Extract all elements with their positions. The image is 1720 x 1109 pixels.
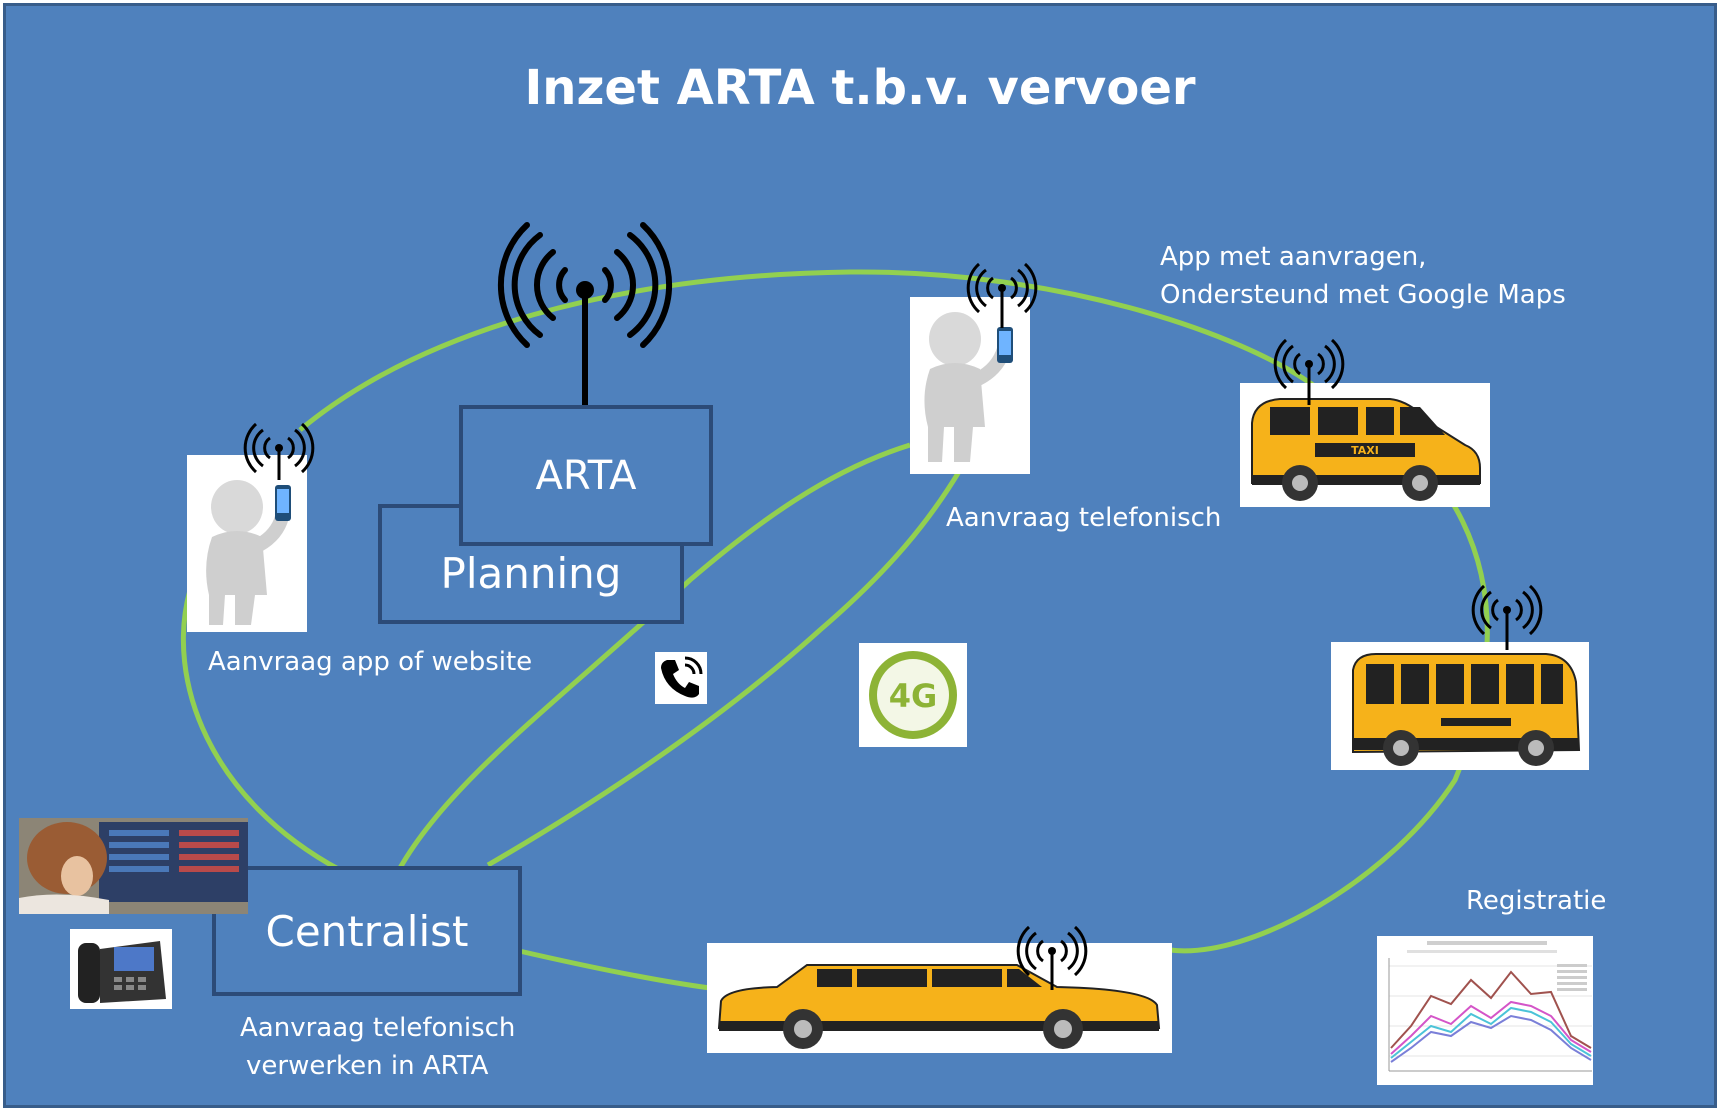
bottom-connector [514,947,711,991]
arta-box: ARTA [459,405,713,546]
taxi-bus-image [1331,642,1589,770]
4g-icon: 4G [869,651,957,739]
centralist-box: Centralist [212,866,522,996]
taxi-limousine-image [707,943,1172,1053]
operator-photo [19,818,248,914]
taxi-bus-icon [1352,653,1581,766]
label-centralist-line1: Aanvraag telefonisch [240,1013,516,1043]
person-phone-image-left [187,455,307,632]
registratie-chart-thumbnail [1377,936,1593,1085]
phone-call-icon [661,656,703,698]
phone-to-centralist-connector [486,468,963,868]
person-with-phone-icon [206,480,291,625]
person-with-phone-icon [924,312,1013,462]
centralist-label: Centralist [265,906,469,956]
desk-phone-photo [70,929,172,1009]
diagram-title: Inzet ARTA t.b.v. vervoer [524,60,1196,116]
phone-call-image [655,652,707,704]
taxi-limousine-icon [717,964,1161,1049]
taxi-sign-text: TAXI [1351,444,1379,457]
label-centralist-line2: verwerken in ARTA [246,1051,489,1081]
operator-at-screen-icon [19,818,248,914]
label-aanvraag-telefonisch: Aanvraag telefonisch [946,503,1222,533]
line-chart-icon [1377,936,1593,1085]
4g-image: 4G [859,643,967,747]
arta-label: ARTA [535,452,637,499]
taxi-van-icon: TAXI [1251,398,1481,501]
label-app-website: Aanvraag app of website [208,647,533,677]
left-loop-connector [181,589,342,873]
taxi-van-image: TAXI [1240,383,1490,507]
label-google-maps: Ondersteund met Google Maps [1160,280,1566,310]
planning-label: Planning [440,549,622,598]
label-registratie: Registratie [1466,886,1607,916]
label-app-aanvragen: App met aanvragen, [1160,242,1427,272]
desk-phone-icon [78,941,166,1003]
person-phone-image-center [910,297,1030,474]
4g-badge-text: 4G [889,677,938,715]
